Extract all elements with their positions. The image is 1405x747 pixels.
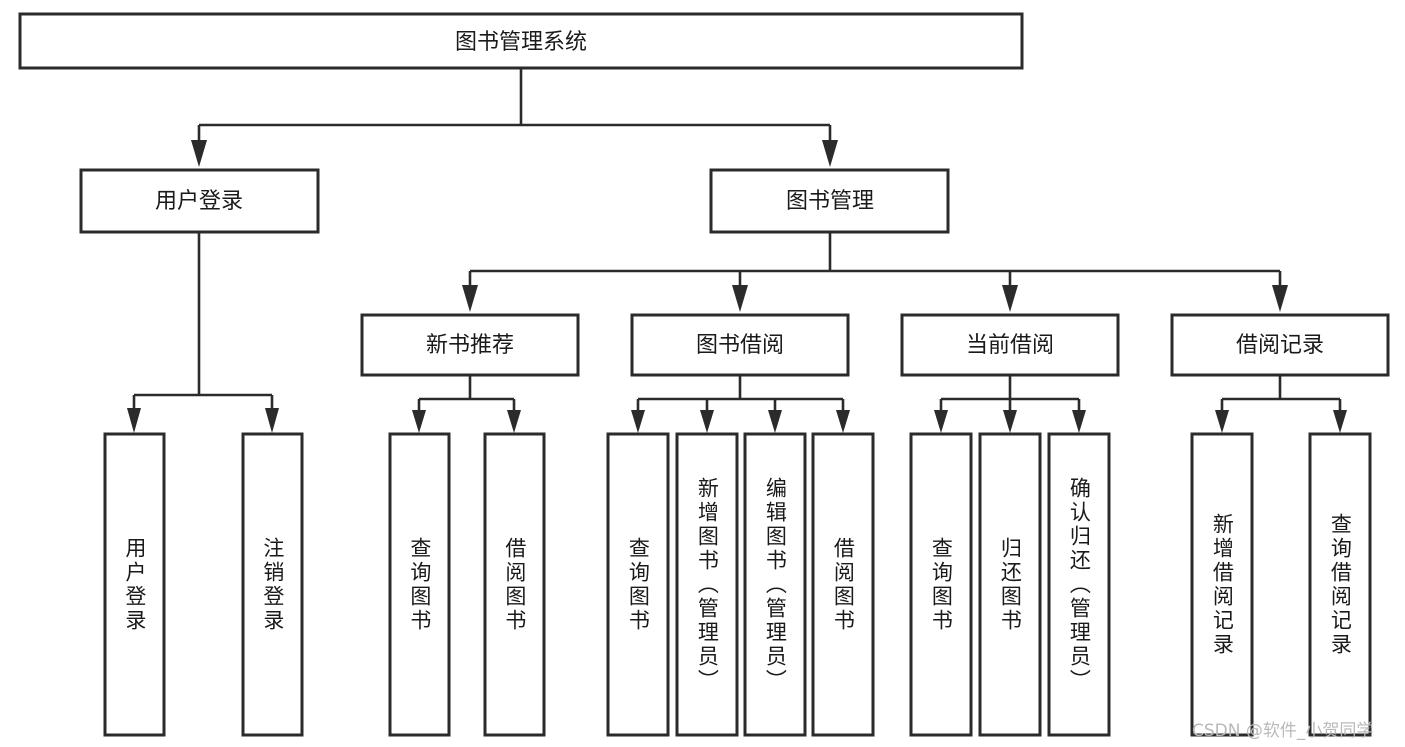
leaf-box-query-book-current[interactable] — [909, 432, 973, 737]
arrow-head-icon — [732, 285, 748, 312]
leaf-box-query-borrow-record[interactable] — [1308, 432, 1372, 737]
connector-current-borrow-to-leaves — [934, 375, 1086, 433]
leaf-label-add-borrow-record: 新增借阅记录 — [1210, 512, 1235, 657]
csdn-watermark: CSDN @软件_小贺同学 — [1192, 721, 1374, 741]
arrow-head-icon — [700, 410, 714, 433]
arrow-head-icon — [412, 410, 426, 433]
node-root[interactable]: 图书管理系统 — [18, 12, 1024, 70]
arrow-head-icon — [1002, 285, 1018, 312]
leaf-label-user-login: 用户登录 — [122, 536, 147, 633]
arrow-head-icon — [462, 285, 478, 312]
node-new-book-recommend-box — [360, 313, 580, 377]
node-borrow-record[interactable]: 借阅记录 — [1170, 313, 1390, 377]
connector-book-management-to-level3 — [462, 232, 1288, 312]
arrow-head-icon — [127, 408, 141, 433]
arrow-head-icon — [768, 410, 782, 433]
leaf-label-edit-book-admin: 编辑图书（管理员） — [763, 476, 788, 693]
leaf-label-return-book: 归还图书 — [998, 536, 1023, 633]
connector-book-borrow-to-leaves — [631, 375, 850, 433]
leaf-box-user-login[interactable] — [103, 432, 166, 737]
leaf-box-return-book[interactable] — [978, 432, 1042, 737]
leaf-label-query-book-borrow: 查询图书 — [626, 536, 651, 633]
node-user-login-label: 用户登录 — [155, 189, 243, 214]
leaf-label-query-book-current: 查询图书 — [929, 536, 954, 633]
arrow-head-icon — [507, 410, 521, 433]
connector-new-book-recommend-to-leaves — [412, 375, 521, 433]
leaf-label-add-book-admin: 新增图书（管理员） — [695, 476, 720, 693]
leaf-box-edit-book-admin[interactable] — [743, 432, 807, 737]
node-current-borrow[interactable]: 当前借阅 — [900, 313, 1120, 377]
leaf-box-logout[interactable] — [241, 432, 304, 737]
leaf-label-query-borrow-record: 查询借阅记录 — [1328, 512, 1353, 657]
node-new-book-recommend[interactable]: 新书推荐 — [360, 313, 580, 377]
connector-user-login-to-leaves — [127, 232, 279, 433]
node-book-borrow[interactable]: 图书借阅 — [630, 313, 850, 377]
leaf-box-add-borrow-record[interactable] — [1190, 432, 1254, 737]
leaf-box-borrow-book[interactable] — [811, 432, 875, 737]
arrow-head-icon — [934, 410, 948, 433]
leaf-box-query-book-borrow[interactable] — [606, 432, 670, 737]
node-new-book-recommend-label: 新书推荐 — [426, 333, 514, 358]
arrow-head-icon — [822, 140, 838, 167]
leaf-box-add-book-admin[interactable] — [675, 432, 739, 737]
node-book-management[interactable]: 图书管理 — [709, 168, 950, 234]
arrow-head-icon — [1333, 410, 1347, 433]
node-user-login[interactable]: 用户登录 — [79, 168, 320, 234]
connector-root-to-level2 — [191, 68, 838, 167]
arrow-head-icon — [1072, 410, 1086, 433]
node-borrow-record-label: 借阅记录 — [1236, 333, 1324, 358]
node-current-borrow-label: 当前借阅 — [966, 333, 1054, 358]
arrow-head-icon — [1003, 410, 1017, 433]
arrow-head-icon — [1272, 285, 1288, 312]
arrow-head-icon — [836, 410, 850, 433]
node-book-management-label: 图书管理 — [786, 189, 874, 214]
arrow-head-icon — [1215, 410, 1229, 433]
arrow-head-icon — [631, 410, 645, 433]
node-book-borrow-box — [630, 313, 850, 377]
node-current-borrow-box — [900, 313, 1120, 377]
leaf-box-borrow-book-rec[interactable] — [483, 432, 546, 737]
node-root-label: 图书管理系统 — [455, 30, 587, 55]
arrow-head-icon — [191, 140, 207, 167]
arrow-head-icon — [265, 408, 279, 433]
leaf-label-confirm-return-admin: 确认归还（管理员） — [1067, 476, 1092, 693]
leaf-label-borrow-book: 借阅图书 — [831, 536, 856, 633]
leaf-box-query-book-rec[interactable] — [388, 432, 451, 737]
node-book-borrow-label: 图书借阅 — [696, 333, 784, 358]
leaf-label-borrow-book-rec: 借阅图书 — [502, 536, 527, 633]
connector-borrow-record-to-leaves — [1215, 375, 1347, 433]
leaf-label-logout: 注销登录 — [260, 536, 285, 633]
node-root-box — [18, 12, 1024, 70]
leaf-box-confirm-return-admin[interactable] — [1047, 432, 1111, 737]
leaf-label-query-book-rec: 查询图书 — [407, 536, 432, 633]
